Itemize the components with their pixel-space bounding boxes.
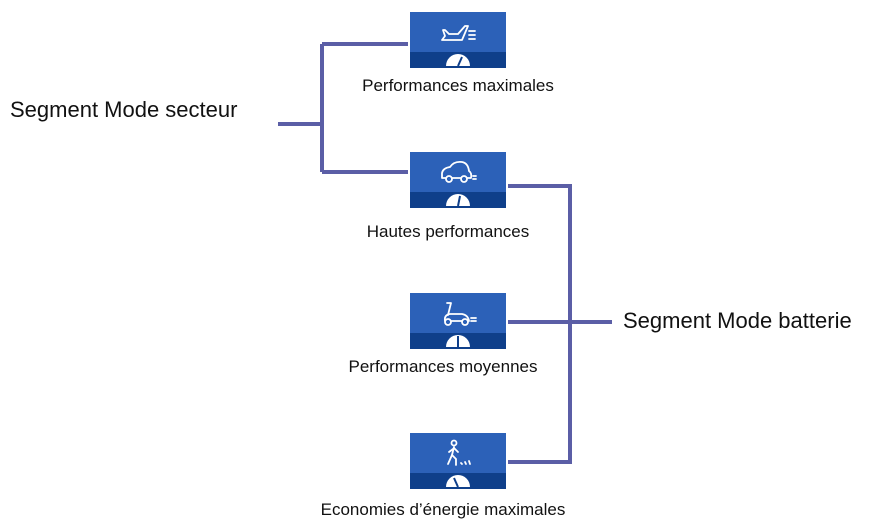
gauge-icon — [446, 54, 470, 67]
mode-label-max-power-saving: Economies d’énergie maximales — [320, 500, 566, 519]
mode-tile-high-performance — [410, 152, 506, 208]
walking-person-icon — [447, 439, 471, 466]
mode-label-medium-performance: Performances moyennes — [348, 357, 538, 376]
gauge-icon — [446, 475, 470, 488]
mode-tile-max-performance — [410, 12, 506, 68]
mode-label-high-performance: Hautes performances — [366, 222, 530, 241]
gauge-icon — [446, 335, 470, 347]
car-icon — [441, 160, 477, 183]
mode-tile-max-power-saving — [410, 433, 506, 489]
segment-ac-label: Segment Mode secteur — [10, 97, 238, 122]
mode-label-max-performance: Performances maximales — [362, 76, 554, 95]
scooter-icon — [443, 302, 477, 326]
airplane-icon — [441, 25, 476, 41]
gauge-icon — [446, 194, 470, 207]
segment-battery-label: Segment Mode batterie — [623, 308, 852, 333]
mode-tile-medium-performance — [410, 293, 506, 349]
